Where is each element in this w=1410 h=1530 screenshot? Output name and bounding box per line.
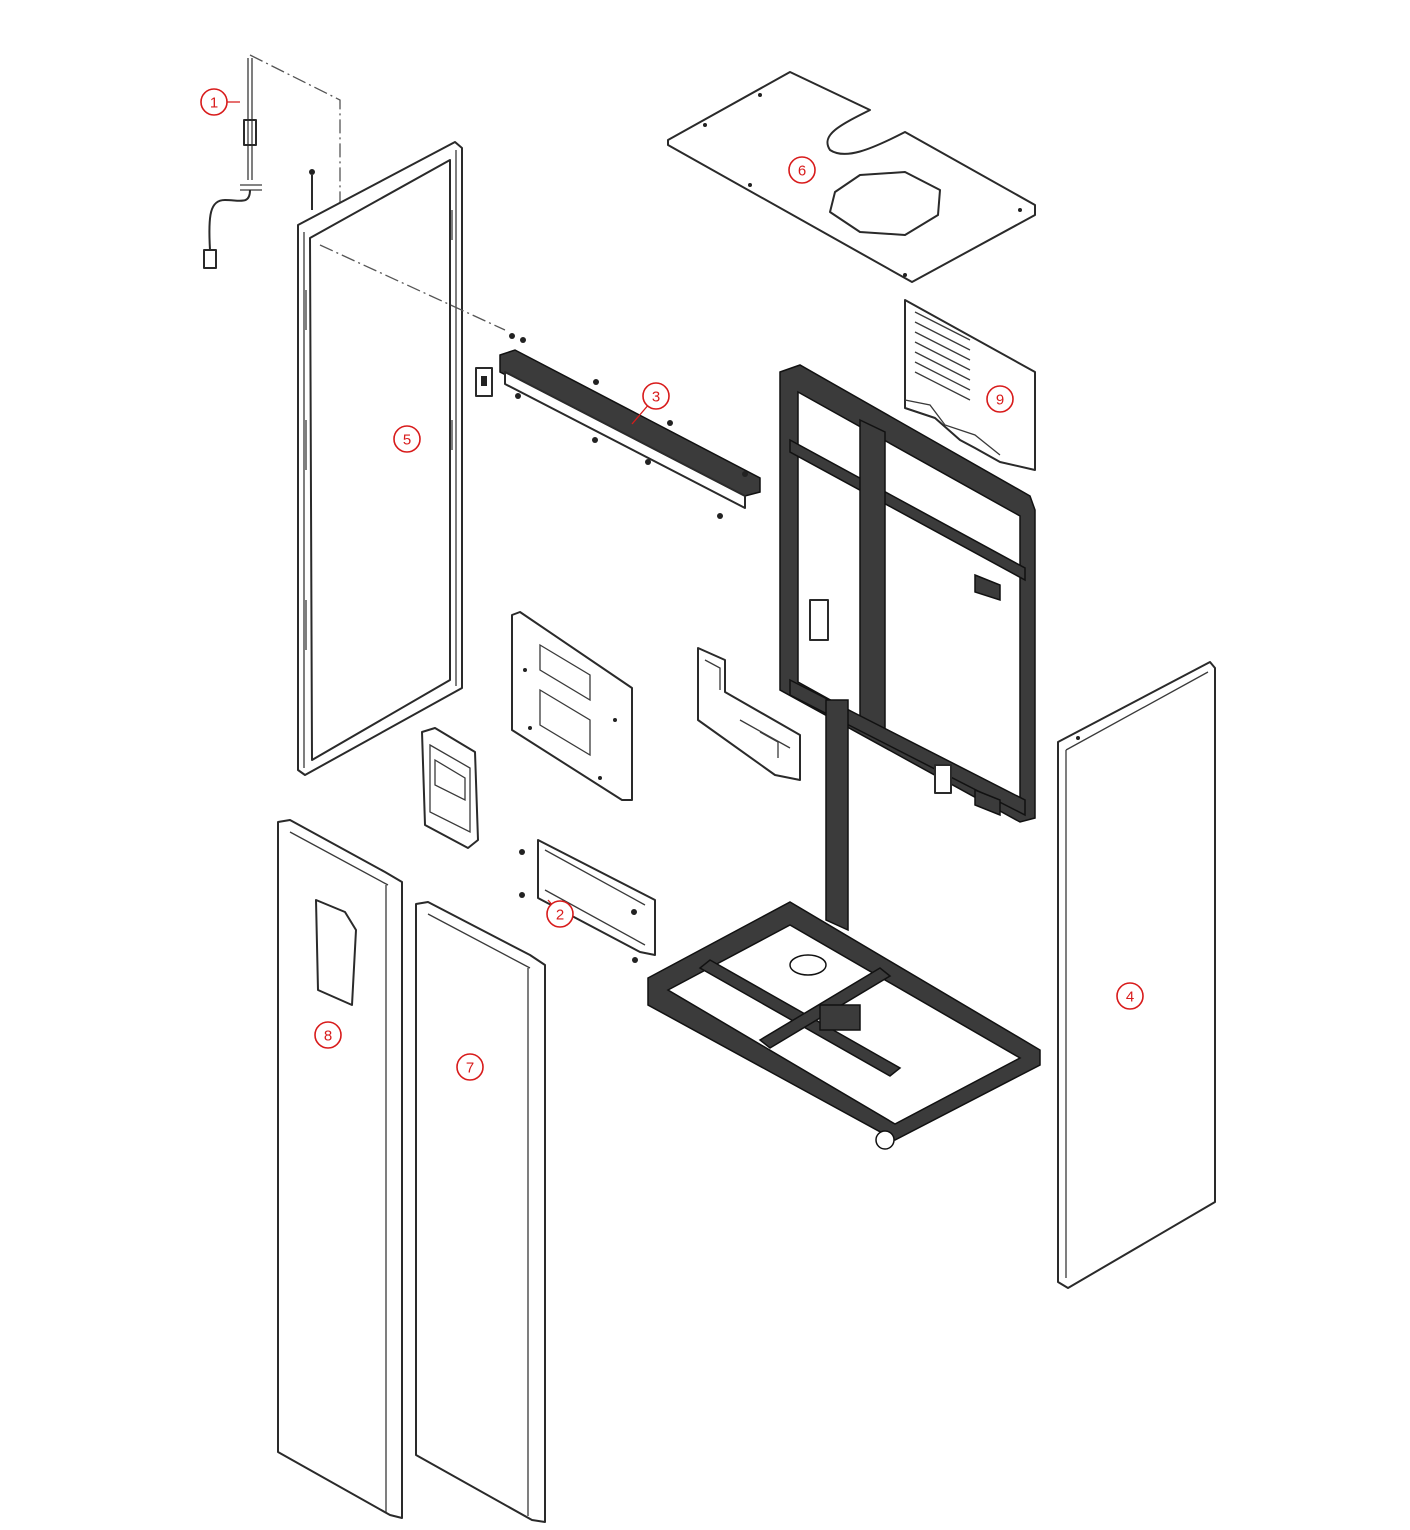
callout-5: 5	[393, 425, 421, 453]
callout-circle	[642, 382, 670, 410]
part-cross-rail	[475, 333, 761, 519]
callout-3: 3	[631, 382, 670, 425]
part-right-side-panel	[1057, 661, 1216, 1289]
callout-circle	[788, 156, 816, 184]
callout-label: 8	[324, 1028, 332, 1045]
callout-label: 1	[210, 95, 218, 112]
callout-circle	[456, 1053, 484, 1081]
callout-circle	[200, 88, 228, 116]
part-top-cover	[667, 71, 1036, 283]
callout-4: 4	[1116, 982, 1144, 1010]
callout-1: 1	[200, 88, 240, 116]
callout-2: 2	[546, 899, 574, 928]
callout-label: 9	[996, 392, 1004, 409]
callout-layer: 1 2 3 4 5 6 7 8 9	[200, 88, 1144, 1081]
part-display-bezel	[421, 727, 479, 849]
callout-circle	[1116, 982, 1144, 1010]
callout-circle	[546, 900, 574, 928]
callout-7: 7	[456, 1053, 484, 1081]
part-lower-bracket	[519, 839, 656, 963]
callout-circle	[314, 1021, 342, 1049]
part-vent-panel	[904, 299, 1036, 471]
callout-label: 2	[556, 907, 564, 924]
callout-label: 6	[798, 163, 806, 180]
callout-label: 3	[652, 389, 660, 406]
part-front-panel-window	[277, 819, 403, 1519]
callout-label: 4	[1126, 989, 1134, 1006]
callout-8: 8	[314, 1021, 342, 1049]
part-control-bracket	[697, 647, 801, 781]
callout-circle	[986, 385, 1014, 413]
callout-label: 5	[403, 432, 411, 449]
callout-label: 7	[466, 1060, 474, 1077]
callout-circle	[393, 425, 421, 453]
part-front-panel	[415, 901, 546, 1523]
part-mounting-plate	[511, 611, 633, 801]
callout-6: 6	[788, 156, 816, 184]
callout-9: 9	[986, 385, 1014, 413]
part-left-side-frame	[297, 141, 506, 776]
part-main-frame	[647, 364, 1041, 1150]
